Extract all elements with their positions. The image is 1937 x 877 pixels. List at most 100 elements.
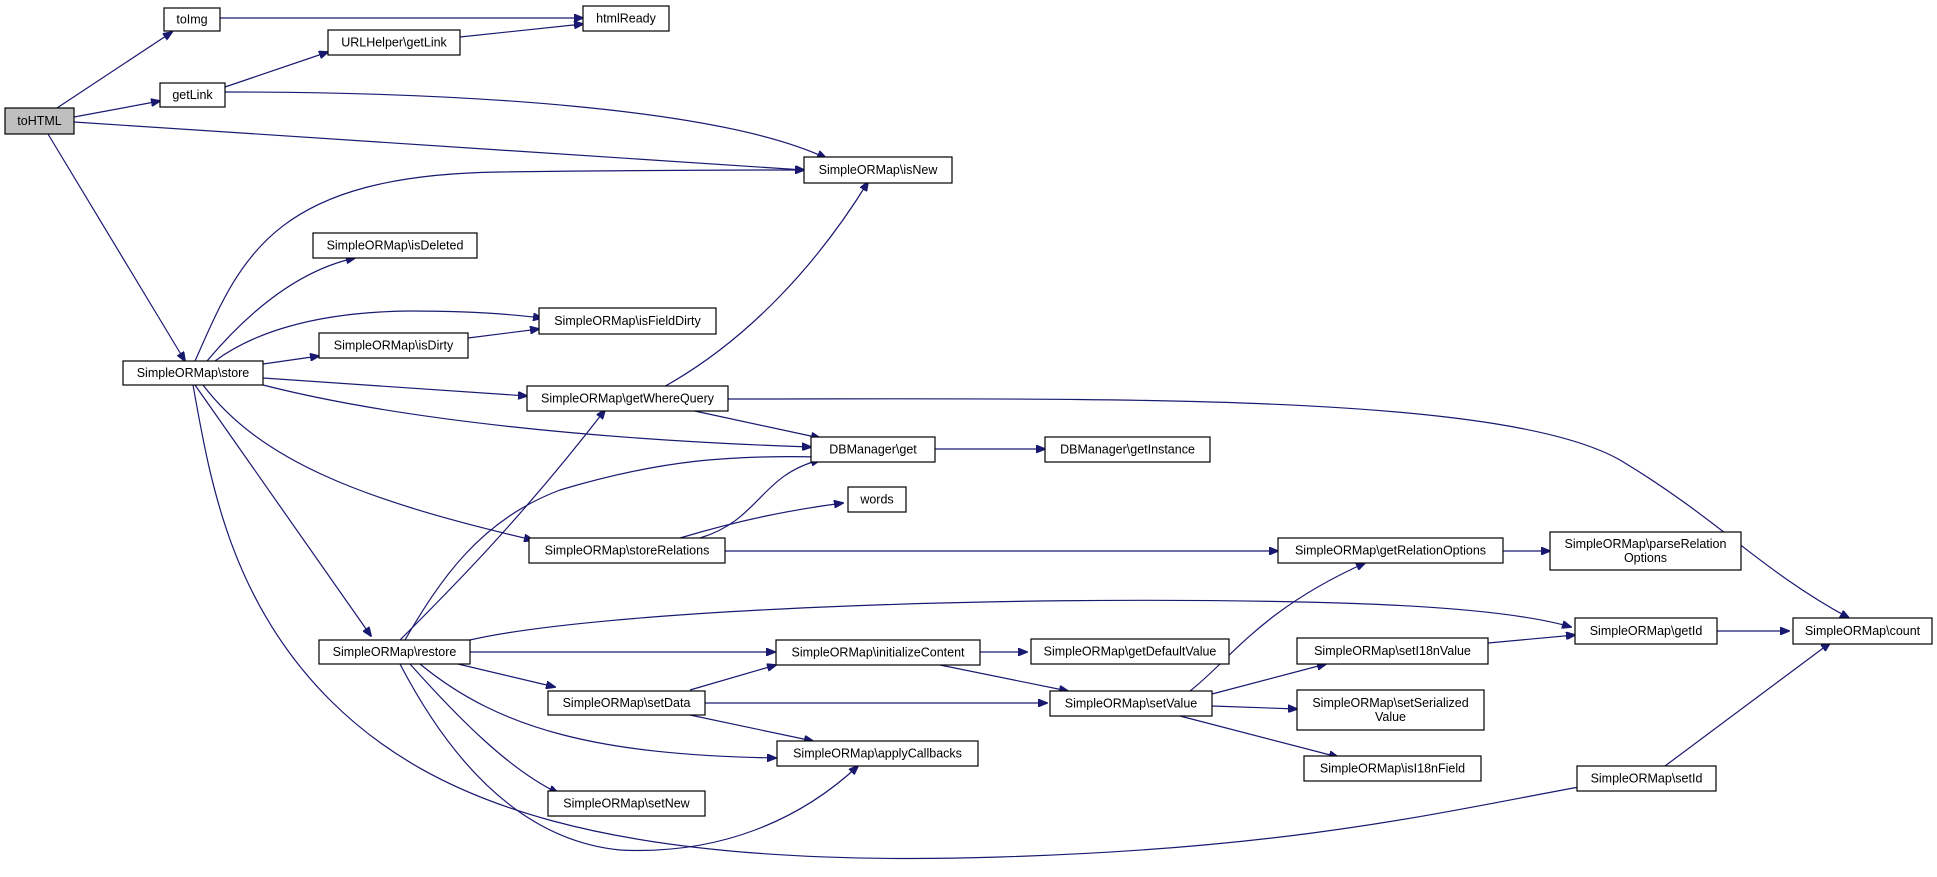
edge-getwherequery-dbget — [689, 409, 820, 438]
edge-setvalue-setserialized — [1211, 706, 1297, 709]
node-label: SimpleORMap\restore — [333, 645, 457, 659]
node-label: SimpleORMap\store — [137, 366, 250, 380]
node-restore[interactable]: SimpleORMap\restore — [318, 639, 471, 665]
node-label: toImg — [176, 13, 207, 27]
node-label: SimpleORMap\setData — [563, 696, 691, 710]
edge-initializecontent-setvalue — [939, 664, 1068, 691]
edge-restore-getid — [469, 599, 1571, 641]
node-label: DBManager\get — [829, 443, 917, 457]
edge-getwherequery-isnew — [659, 182, 868, 390]
node-count[interactable]: SimpleORMap\count — [1792, 617, 1933, 645]
node-label: SimpleORMap\setI18nValue — [1314, 644, 1471, 658]
node-getwherequery[interactable]: SimpleORMap\getWhereQuery — [526, 385, 729, 412]
edge-store-isdeleted — [206, 258, 355, 362]
node-initializecontent[interactable]: SimpleORMap\initializeContent — [775, 639, 981, 666]
node-parserelationoptions[interactable]: SimpleORMap\parseRelation Options — [1549, 531, 1742, 571]
node-label: DBManager\getInstance — [1060, 443, 1195, 457]
node-label: SimpleORMap\getRelationOptions — [1295, 544, 1486, 558]
edge-store-isfielddirty — [214, 310, 542, 362]
edge-urlhelper-htmlready — [459, 24, 583, 38]
edge-tohtml-toimg — [56, 32, 172, 109]
node-dbmanager-get[interactable]: DBManager\get — [810, 436, 936, 463]
edge-restore-dbget — [404, 457, 820, 641]
node-applycallbacks[interactable]: SimpleORMap\applyCallbacks — [776, 740, 979, 767]
node-dbmanager-getinstance[interactable]: DBManager\getInstance — [1044, 436, 1211, 463]
edge-tohtml-isnew — [73, 121, 804, 170]
node-getlink[interactable]: getLink — [159, 82, 226, 108]
node-label: URLHelper\getLink — [341, 36, 447, 50]
node-label: SimpleORMap\getWhereQuery — [541, 392, 715, 406]
node-label: words — [859, 493, 893, 507]
node-isi18nfield[interactable]: SimpleORMap\isI18nField — [1303, 755, 1482, 782]
node-isdirty[interactable]: SimpleORMap\isDirty — [318, 332, 469, 359]
edge-setdata-applycallbacks — [689, 714, 813, 741]
edge-restore-applycallbacks — [419, 663, 776, 758]
node-isnew[interactable]: SimpleORMap\isNew — [803, 156, 953, 184]
edges — [47, 18, 1849, 860]
node-getid[interactable]: SimpleORMap\getId — [1574, 617, 1718, 645]
edge-store-storerelations — [202, 384, 533, 540]
edge-restore-applycallbacks-low — [399, 663, 858, 852]
node-label: SimpleORMap\parseRelation — [1565, 537, 1727, 551]
edge-setvalue-getrelationoptions — [1189, 563, 1365, 692]
node-label: SimpleORMap\setValue — [1065, 697, 1198, 711]
edge-tohtml-store — [47, 133, 185, 361]
edge-storerelations-dbget — [699, 460, 820, 539]
node-label: htmlReady — [596, 12, 656, 26]
edge-store-dbget — [262, 384, 811, 447]
node-label: SimpleORMap\applyCallbacks — [793, 747, 962, 761]
node-setid[interactable]: SimpleORMap\setId — [1576, 765, 1717, 792]
node-seti18nvalue[interactable]: SimpleORMap\setI18nValue — [1296, 637, 1489, 665]
node-label: SimpleORMap\isNew — [819, 163, 939, 177]
node-isfielddirty[interactable]: SimpleORMap\isFieldDirty — [538, 307, 717, 335]
edge-isdirty-isfielddirty — [467, 329, 539, 339]
node-getrelationoptions[interactable]: SimpleORMap\getRelationOptions — [1277, 537, 1504, 564]
edge-setdata-initializecontent — [689, 665, 776, 691]
node-label: SimpleORMap\getDefaultValue — [1044, 645, 1217, 659]
node-label: SimpleORMap\getId — [1590, 624, 1703, 638]
edge-restore-getwherequery — [399, 410, 605, 641]
node-store[interactable]: SimpleORMap\store — [122, 360, 264, 386]
edge-store-restore — [194, 384, 371, 636]
node-storerelations[interactable]: SimpleORMap\storeRelations — [528, 537, 726, 564]
node-setserializedvalue[interactable]: SimpleORMap\setSerialized Value — [1296, 689, 1485, 731]
node-label: SimpleORMap\setSerialized — [1312, 696, 1468, 710]
node-isdeleted[interactable]: SimpleORMap\isDeleted — [312, 232, 478, 259]
node-toimg[interactable]: toImg — [163, 7, 221, 32]
node-label-line2: Options — [1624, 551, 1667, 565]
node-label: SimpleORMap\initializeContent — [792, 646, 966, 660]
node-label: SimpleORMap\setId — [1591, 772, 1703, 786]
edge-setid-count — [1664, 643, 1830, 767]
edge-store-setid — [192, 384, 1590, 860]
node-tohtml[interactable]: toHTML — [4, 107, 75, 135]
node-label: SimpleORMap\storeRelations — [545, 544, 710, 558]
node-setnew[interactable]: SimpleORMap\setNew — [547, 790, 706, 817]
node-label: SimpleORMap\isI18nField — [1320, 762, 1465, 776]
node-urlhelper-getlink[interactable]: URLHelper\getLink — [327, 29, 461, 56]
node-getdefaultvalue[interactable]: SimpleORMap\getDefaultValue — [1030, 638, 1230, 665]
node-label-line2: Value — [1375, 710, 1406, 724]
edge-setvalue-seti18nvalue — [1211, 664, 1326, 695]
node-words[interactable]: words — [847, 486, 907, 513]
edge-getlink-isnew — [224, 91, 826, 158]
edge-getwherequery-count — [727, 398, 1849, 618]
edge-store-isnew — [194, 170, 804, 362]
node-setvalue[interactable]: SimpleORMap\setValue — [1049, 690, 1213, 717]
node-label: SimpleORMap\isFieldDirty — [554, 314, 701, 328]
edge-setvalue-isi18nfield — [1179, 715, 1338, 757]
edge-store-isdirty — [262, 356, 319, 365]
node-setdata[interactable]: SimpleORMap\setData — [547, 690, 706, 716]
edge-seti18nvalue-getid — [1487, 635, 1575, 644]
edge-store-getwherequery — [262, 377, 527, 396]
node-label: SimpleORMap\count — [1805, 624, 1921, 638]
node-label: getLink — [172, 88, 213, 102]
node-label: toHTML — [17, 114, 62, 128]
edge-getlink-urlhelper — [224, 52, 328, 88]
edge-restore-setdata — [457, 663, 555, 687]
node-htmlready[interactable]: htmlReady — [582, 5, 670, 32]
edge-tohtml-getlink — [73, 101, 160, 118]
edge-restore-setnew — [409, 663, 558, 793]
node-label: SimpleORMap\isDeleted — [327, 239, 464, 253]
node-label: SimpleORMap\isDirty — [334, 339, 454, 353]
